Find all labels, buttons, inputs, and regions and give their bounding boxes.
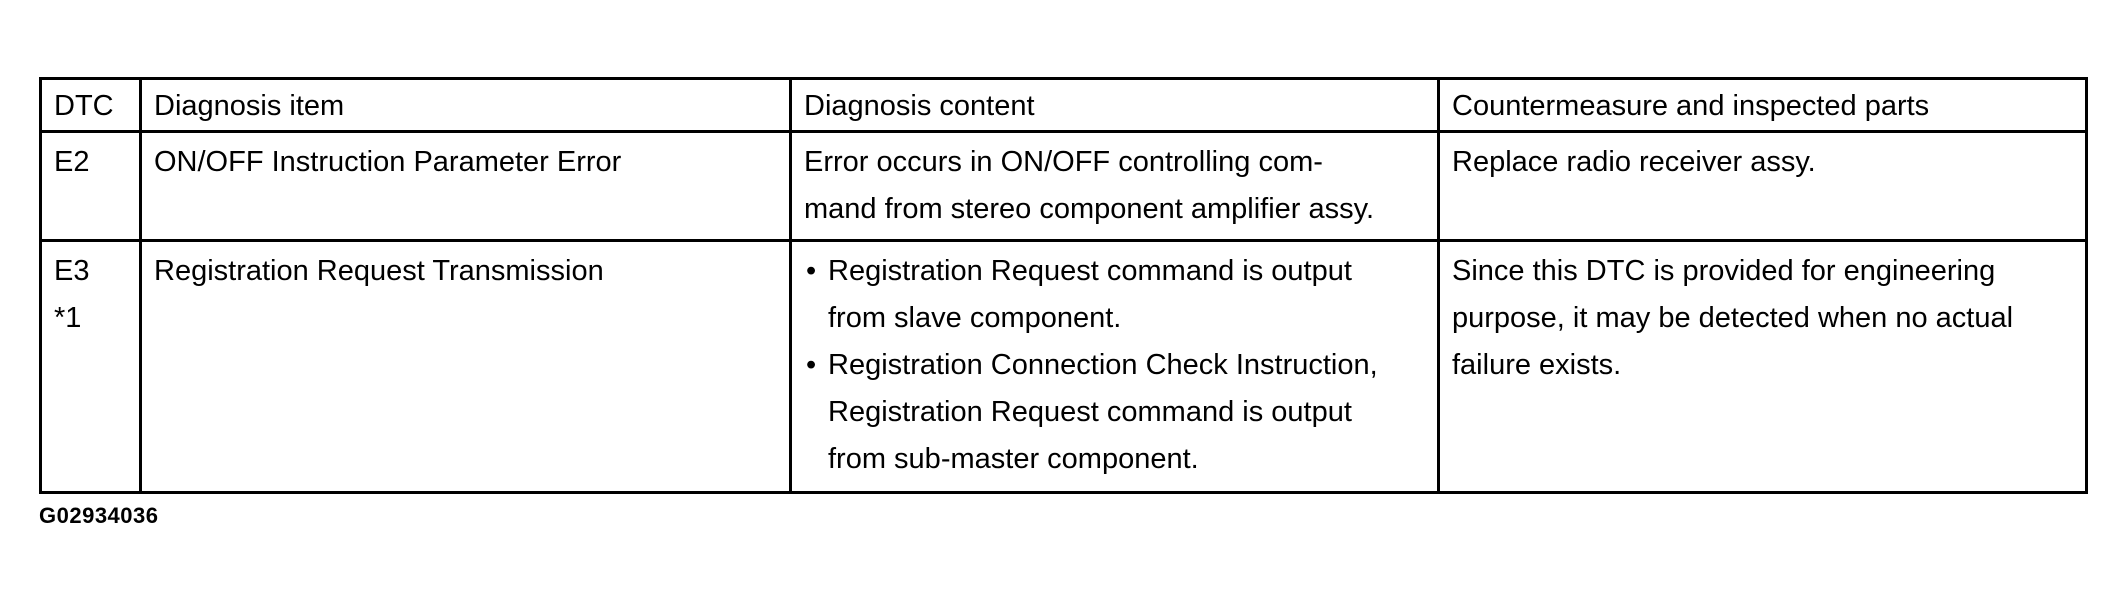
figure-id: G02934036 <box>39 503 159 528</box>
diagnosis-item-cell: Registration Request Transmission <box>139 239 792 494</box>
content-line: Registration Connection Check Instructio… <box>828 349 1378 381</box>
header-diagnosis-content: Diagnosis content <box>789 77 1440 133</box>
dtc-code: E3 <box>54 255 90 287</box>
header-diagnosis-item: Diagnosis item <box>139 77 792 133</box>
content-line: Error occurs in ON/OFF controlling com- <box>804 146 1323 178</box>
content-line: from sub-master component. <box>828 443 1199 475</box>
diagnosis-content-cell: Registration Request command is output f… <box>789 239 1440 494</box>
dtc-cell: E2 <box>39 130 142 242</box>
header-dtc: DTC <box>39 77 142 133</box>
table-row: E2 ON/OFF Instruction Parameter Error Er… <box>39 130 2088 242</box>
countermeasure-line: failure exists. <box>1452 349 1622 381</box>
dtc-code: E2 <box>54 146 90 178</box>
content-bullet-item: Registration Connection Check Instructio… <box>804 342 1425 483</box>
content-bullet-item: Registration Request command is output f… <box>804 248 1425 342</box>
countermeasure-line: purpose, it may be detected when no actu… <box>1452 302 2014 334</box>
table-row: E3 *1 Registration Request Transmission … <box>39 239 2088 494</box>
table-header-row: DTC Diagnosis item Diagnosis content Cou… <box>39 77 2088 133</box>
dtc-note: *1 <box>54 302 82 334</box>
content-line: from slave component. <box>828 302 1122 334</box>
content-bullet-list: Registration Request command is output f… <box>804 248 1425 483</box>
content-line: Registration Request command is output <box>828 255 1352 287</box>
countermeasure-cell: Replace radio receiver assy. <box>1437 130 2088 242</box>
countermeasure-line: Since this DTC is provided for engineeri… <box>1452 255 1996 287</box>
countermeasure-line: Replace radio receiver assy. <box>1452 146 1816 178</box>
content-line: mand from stereo component amplifier ass… <box>804 193 1375 225</box>
dtc-table: DTC Diagnosis item Diagnosis content Cou… <box>39 77 2088 494</box>
content-line: Registration Request command is output <box>828 396 1352 428</box>
dtc-cell: E3 *1 <box>39 239 142 494</box>
countermeasure-cell: Since this DTC is provided for engineeri… <box>1437 239 2088 494</box>
diagnosis-content-cell: Error occurs in ON/OFF controlling com- … <box>789 130 1440 242</box>
header-countermeasure: Countermeasure and inspected parts <box>1437 77 2088 133</box>
diagnosis-item-cell: ON/OFF Instruction Parameter Error <box>139 130 792 242</box>
